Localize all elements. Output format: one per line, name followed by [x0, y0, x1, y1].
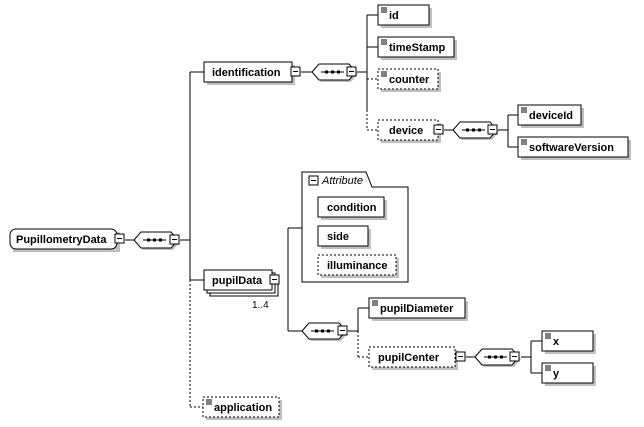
element-doc-icon — [381, 39, 387, 45]
element-x[interactable]: x — [541, 330, 596, 354]
attribute-group-title: Attribute — [321, 175, 363, 187]
element-device-label: device — [389, 125, 423, 137]
collapse-icon[interactable] — [269, 274, 280, 285]
element-timestamp-label: timeStamp — [389, 42, 446, 54]
element-pupildiameter-label: pupilDiameter — [380, 303, 454, 315]
element-softwareversion[interactable]: softwareVersion — [517, 136, 631, 160]
element-counter[interactable]: counter — [377, 68, 441, 92]
element-doc-icon — [372, 300, 378, 306]
attribute-side[interactable]: side — [317, 225, 371, 249]
element-doc-icon — [206, 399, 212, 405]
optional-connector-lines — [189, 78, 378, 408]
attribute-illuminance-label: illuminance — [327, 260, 388, 272]
element-doc-icon — [545, 333, 551, 339]
element-id[interactable]: id — [377, 4, 432, 28]
element-pupillometrydata-label: PupillometryData — [16, 234, 107, 246]
element-doc-icon — [381, 7, 387, 13]
attribute-group: Attribute condition side illuminance — [301, 171, 409, 283]
element-deviceid[interactable]: deviceId — [517, 104, 584, 128]
sequence-compositor-icon[interactable] — [474, 348, 521, 367]
attribute-condition-label: condition — [327, 202, 377, 214]
collapse-icon[interactable] — [308, 175, 319, 186]
element-doc-icon — [521, 139, 527, 145]
element-identification[interactable]: identification — [203, 61, 301, 85]
element-doc-icon — [545, 365, 551, 371]
element-doc-icon — [381, 71, 387, 77]
element-device[interactable]: device — [377, 119, 444, 143]
element-softwareversion-label: softwareVersion — [529, 142, 614, 154]
attribute-side-label: side — [327, 231, 349, 243]
element-id-label: id — [389, 10, 399, 22]
element-pupildiameter[interactable]: pupilDiameter — [368, 297, 468, 321]
element-counter-label: counter — [389, 74, 430, 86]
collapse-icon[interactable] — [455, 351, 466, 362]
element-pupilcenter-label: pupilCenter — [378, 352, 440, 364]
attribute-illuminance[interactable]: illuminance — [317, 254, 399, 278]
attribute-condition[interactable]: condition — [317, 196, 387, 220]
element-pupildata[interactable]: pupilData 1..4 — [203, 269, 280, 311]
element-timestamp[interactable]: timeStamp — [377, 36, 457, 60]
sequence-compositor-icon[interactable] — [301, 322, 348, 341]
element-y[interactable]: y — [541, 362, 596, 386]
connector-lines — [125, 14, 542, 374]
collapse-icon[interactable] — [290, 66, 301, 77]
multiplicity-label: 1..4 — [252, 300, 269, 311]
element-y-label: y — [553, 368, 560, 380]
sequence-compositor-icon[interactable] — [452, 121, 499, 140]
element-application[interactable]: application — [202, 396, 282, 420]
sequence-compositor-icon[interactable] — [311, 63, 358, 82]
element-x-label: x — [553, 336, 560, 348]
element-deviceid-label: deviceId — [529, 110, 573, 122]
element-pupildata-label: pupilData — [212, 275, 263, 287]
element-pupilcenter[interactable]: pupilCenter — [368, 346, 466, 370]
sequence-compositor-icon[interactable] — [133, 231, 180, 250]
collapse-icon[interactable] — [114, 233, 125, 244]
element-doc-icon — [521, 107, 527, 113]
element-application-label: application — [214, 402, 272, 414]
element-pupillometrydata[interactable]: PupillometryData — [9, 228, 125, 252]
element-identification-label: identification — [212, 67, 281, 79]
collapse-icon[interactable] — [433, 124, 444, 135]
